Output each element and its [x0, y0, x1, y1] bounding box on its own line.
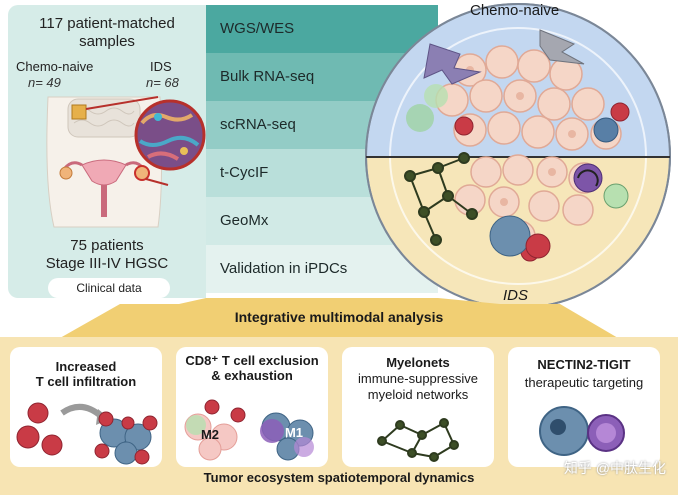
ids-circle-label: IDS: [503, 287, 529, 304]
card3-title: Myelonets: [386, 355, 450, 370]
ids-label: IDS: [150, 59, 172, 74]
stage-label: Stage III-IV HGSC: [45, 255, 169, 272]
tumor-ecosystem-caption: Tumor ecosystem spatiotemporal dynamics: [203, 470, 475, 485]
tumor-cells-cluster: [404, 29, 630, 262]
patients-count: 75 patients: [70, 237, 144, 254]
assay-wgs: WGS/WES: [206, 5, 438, 53]
assay-ipdc: Validation in iPDCs: [206, 245, 438, 293]
card-cd8-exclusion: CD8⁺ T cell exclusion & exhaustion M2 M1: [176, 347, 328, 467]
integrative-banner: [60, 298, 618, 338]
m1-label: M1: [284, 425, 304, 440]
card1-title-line1: Increased: [55, 359, 117, 374]
card3-sub-line2: myeloid networks: [367, 387, 469, 402]
card3-sub-line1: immune-suppressive: [358, 371, 478, 386]
macrophage-illustration: [184, 399, 314, 461]
female-anatomy-illustration: [46, 96, 206, 228]
card2-title-line1: CD8⁺ T cell exclusion: [185, 353, 319, 368]
card-nectin2-tigit: NECTIN2-TIGIT therapeutic targeting: [508, 347, 660, 467]
cohort-title-line2: samples: [79, 33, 135, 50]
tigit-interaction-illustration: [539, 406, 625, 456]
t-cell-infiltration-illustration: [16, 402, 158, 465]
watermark: 知乎 @中肽生化: [563, 460, 666, 476]
clinical-data-pill: Clinical data: [48, 278, 170, 298]
integrative-title: Integrative multimodal analysis: [234, 309, 444, 325]
card4-title: NECTIN2-TIGIT: [537, 357, 631, 372]
card1-title-line2: T cell infiltration: [35, 374, 137, 389]
card-myelonets: Myelonets immune-suppressive myeloid net…: [342, 347, 494, 467]
tumor-microenvironment-circle: [365, 3, 671, 309]
card-t-cell-infiltration: Increased T cell infiltration: [10, 347, 162, 467]
cohort-title-line1: 117 patient-matched: [39, 15, 175, 32]
ids-n: n= 68: [146, 75, 179, 90]
chemo-naive-circle-label: Chemo-naive: [470, 2, 560, 19]
cohort-panel: 117 patient-matched samples Chemo-naive …: [8, 5, 206, 298]
chemo-naive-label: Chemo-naive: [16, 59, 94, 74]
card2-title-line2: & exhaustion: [211, 368, 293, 383]
chemo-naive-n: n= 49: [28, 75, 61, 90]
m2-label: M2: [200, 427, 220, 442]
myelonet-network-illustration: [377, 418, 459, 462]
card4-sub: therapeutic targeting: [524, 375, 644, 390]
